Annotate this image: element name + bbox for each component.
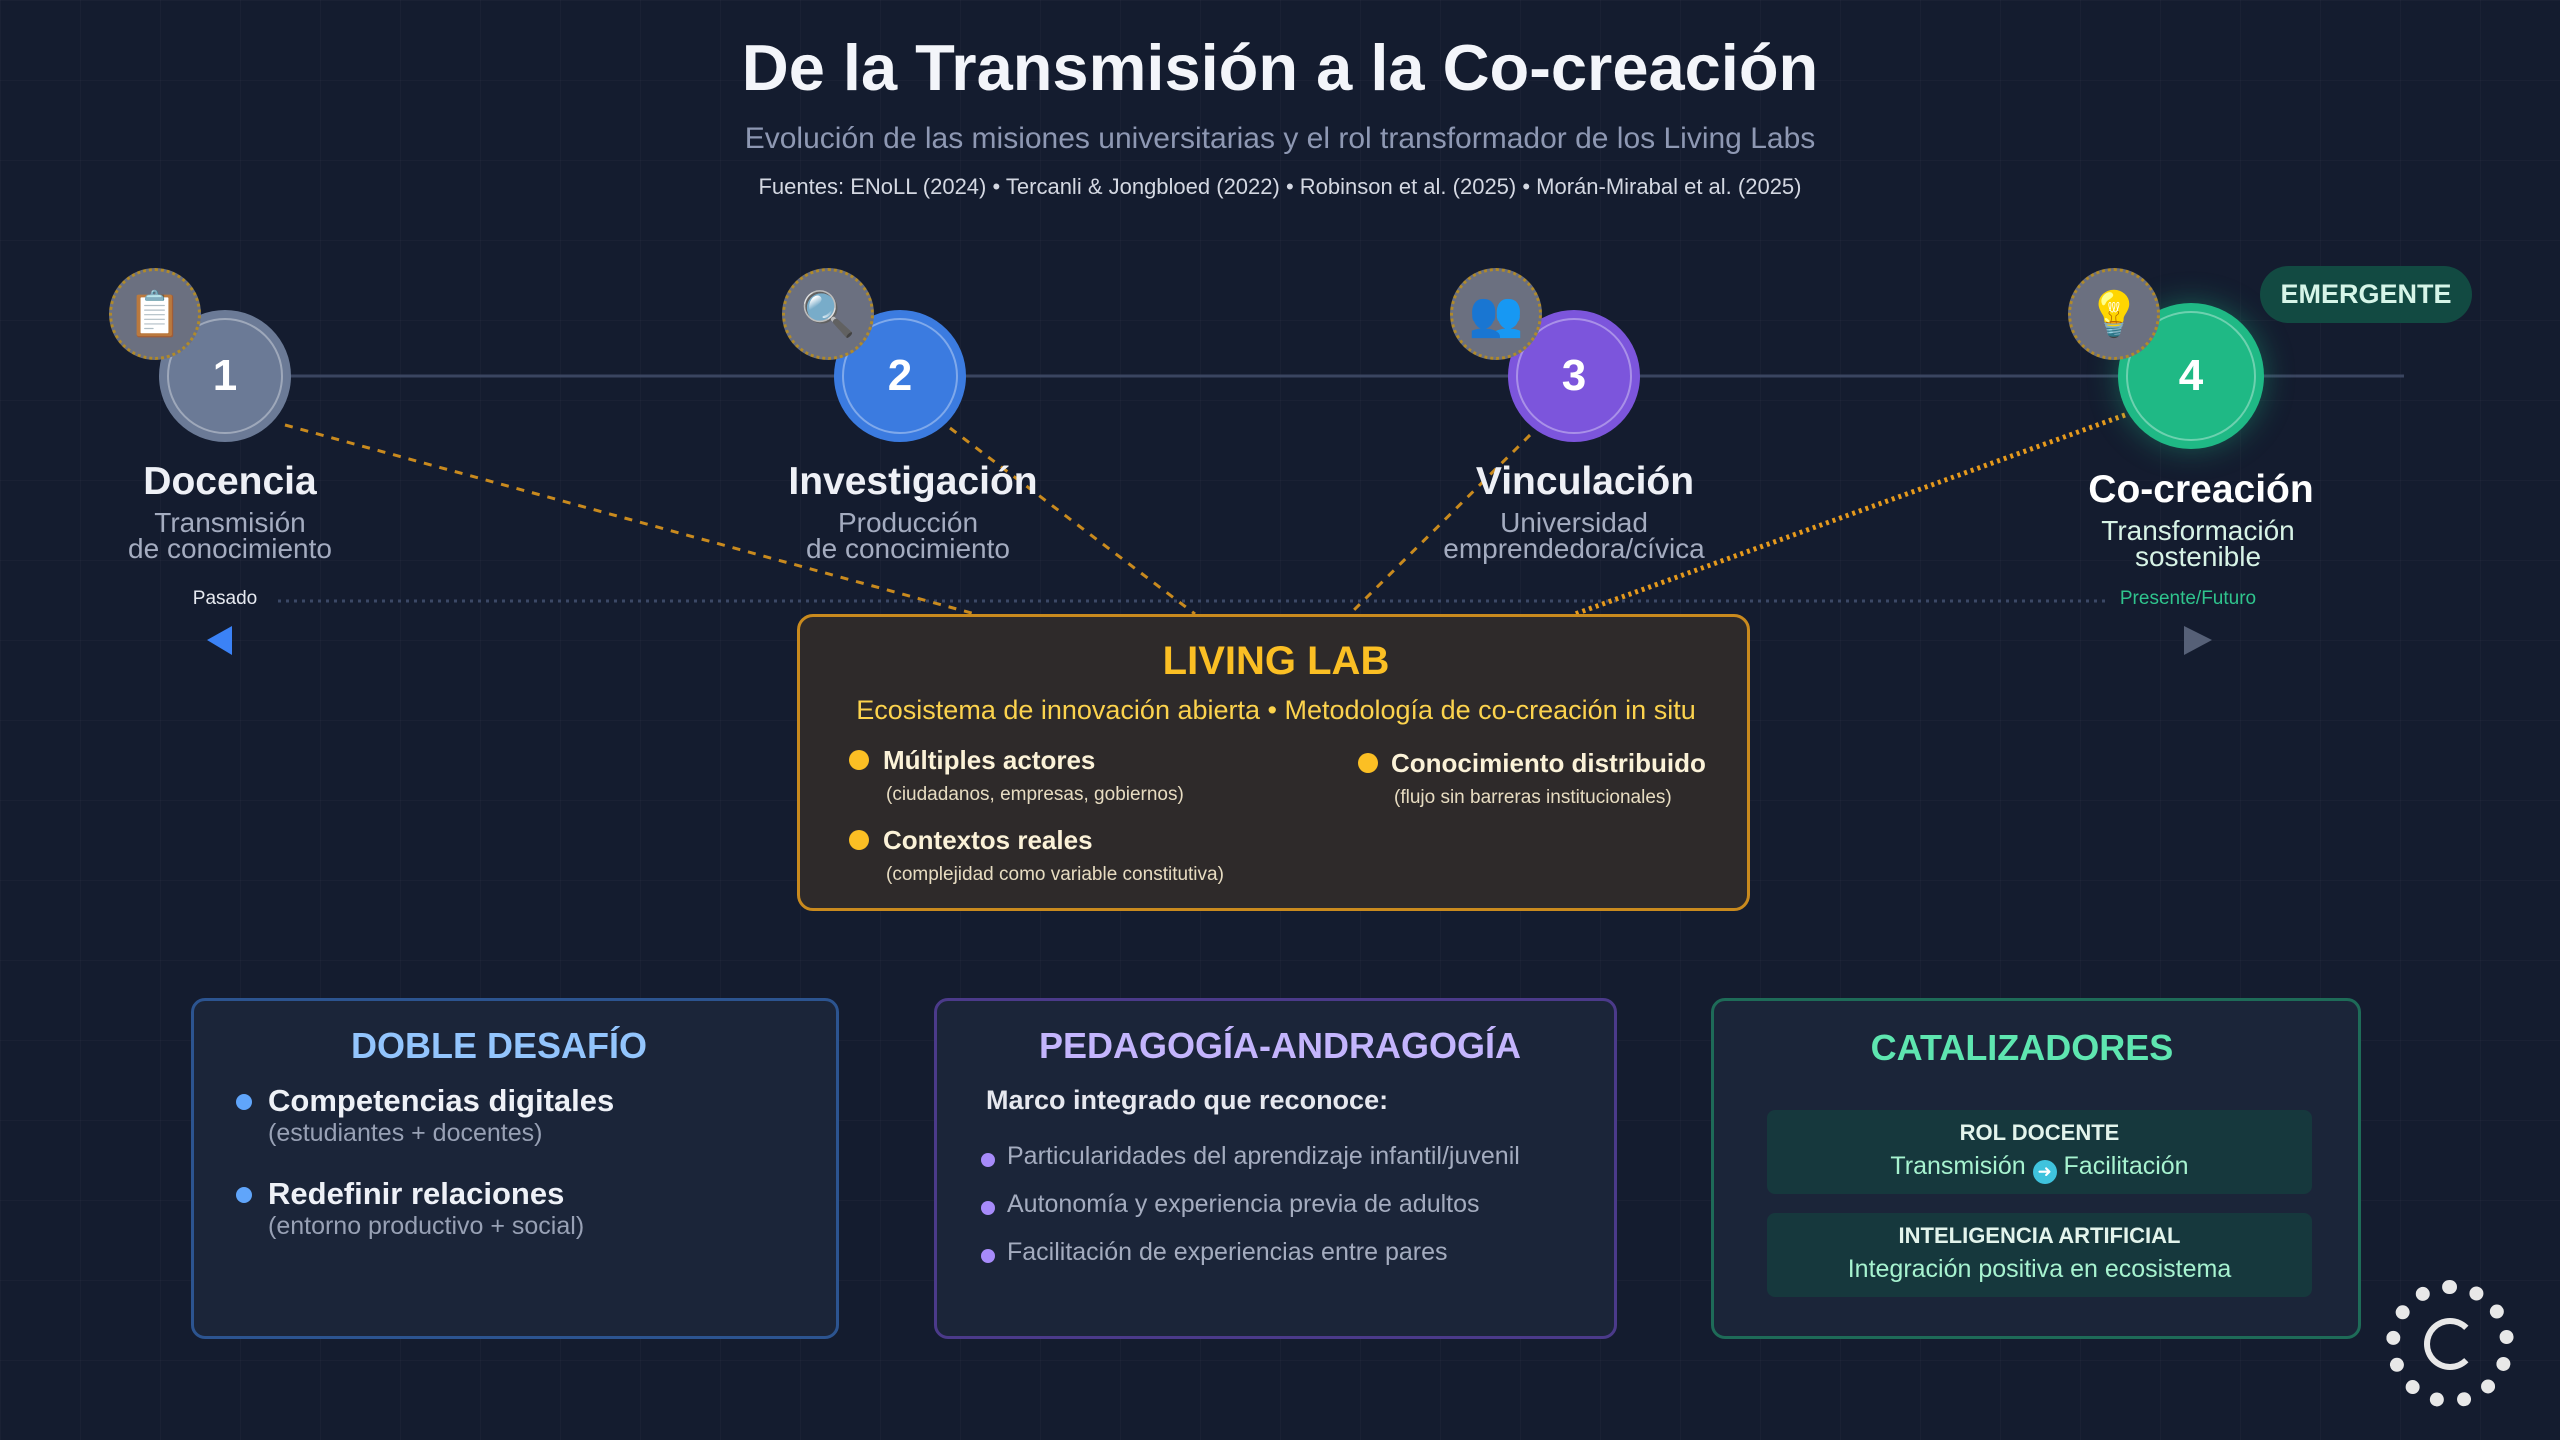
network-logo-icon — [2386, 1280, 2514, 1408]
box-heading: ROL DOCENTE — [1959, 1120, 2120, 1145]
doble-desafio-card: DOBLE DESAFÍO Competencias digitales (es… — [191, 998, 839, 1339]
card-title: DOBLE DESAFÍO — [350, 1025, 648, 1066]
rol-docente-box: ROL DOCENTE Transmisión ➜ Facilitación — [1767, 1110, 2312, 1194]
page-subtitle: Evolución de las misiones universitarias… — [744, 122, 1816, 155]
start-label: Pasado — [192, 588, 258, 609]
box-heading: INTELIGENCIA ARTIFICIAL — [1898, 1223, 2181, 1248]
living-lab-item: Contextos reales — [883, 825, 1093, 855]
page-title: De la Transmisión a la Co-creación — [741, 31, 1819, 104]
living-lab-subtitle: Ecosistema de innovación abierta • Metod… — [856, 695, 1696, 725]
box-text: Transmisión ➜ Facilitación — [1767, 1152, 2312, 1184]
bullet-icon — [849, 750, 869, 770]
milestone-number: 1 — [212, 351, 238, 400]
sources: Fuentes: ENoLL (2024) • Tercanli & Jongb… — [758, 174, 1802, 199]
milestone-number: 3 — [1561, 351, 1587, 400]
card-item: Redefinir relaciones — [268, 1176, 565, 1211]
pedagogia-card: PEDAGOGÍA-ANDRAGOGÍA Marco integrado que… — [934, 998, 1617, 1339]
arrow-left-icon — [207, 626, 232, 655]
card-intro: Marco integrado que reconoce: — [986, 1085, 1389, 1115]
milestone-title: Vinculación — [1475, 460, 1695, 503]
card-item-detail: (entorno productivo + social) — [268, 1212, 585, 1240]
milestone-title: Investigación — [788, 460, 1038, 503]
card-title: PEDAGOGÍA-ANDRAGOGÍA — [1038, 1025, 1522, 1066]
milestone-2-circle[interactable]: 2 — [834, 310, 966, 442]
living-lab-detail: (ciudadanos, empresas, gobiernos) — [886, 784, 1184, 805]
card-item: Competencias digitales — [268, 1083, 615, 1118]
end-label: Presente/Futuro — [2119, 588, 2257, 609]
bullet-icon — [981, 1201, 995, 1215]
milestone-number: 2 — [887, 351, 913, 400]
collaboration-idea-icon: 💡 — [2068, 268, 2160, 360]
box-text: Integración positiva en ecosistema — [1847, 1255, 2232, 1283]
emergente-badge: EMERGENTE — [2260, 266, 2472, 323]
card-title: CATALIZADORES — [1870, 1027, 2174, 1068]
catalizadores-card: CATALIZADORES ROL DOCENTE Transmisión ➜ … — [1711, 998, 2361, 1339]
milestone-number: 4 — [2178, 351, 2204, 400]
living-lab-item: Múltiples actores — [883, 745, 1096, 775]
teacher-document-icon: 📋 — [109, 268, 201, 360]
living-lab-detail: (flujo sin barreras institucionales) — [1394, 787, 1672, 808]
bullet-icon — [236, 1187, 252, 1203]
bullet-icon — [981, 1249, 995, 1263]
connector-1 — [284, 423, 976, 616]
bullet-icon — [981, 1153, 995, 1167]
living-lab-title: LIVING LAB — [1162, 639, 1390, 683]
arrow-right-circle-icon: ➜ — [2032, 1160, 2057, 1184]
milestone-title: Docencia — [143, 460, 317, 503]
people-link-icon: 👥 — [1450, 268, 1542, 360]
connector-2 — [949, 426, 1196, 616]
arrow-right-icon — [2184, 626, 2212, 655]
connector-3 — [1348, 433, 1532, 616]
living-lab-item: Conocimiento distribuido — [1391, 748, 1706, 778]
card-item-detail: (estudiantes + docentes) — [268, 1119, 543, 1147]
milestone-title: Co-creación — [2088, 468, 2314, 511]
research-magnifier-icon: 🔍 — [782, 268, 874, 360]
card-item: Facilitación de experiencias entre pares — [1007, 1238, 1448, 1266]
living-lab-box: LIVING LAB Ecosistema de innovación abie… — [797, 614, 1750, 911]
card-item: Autonomía y experiencia previa de adulto… — [1007, 1190, 1480, 1218]
bullet-icon — [236, 1094, 252, 1110]
bullet-icon — [849, 830, 869, 850]
card-item: Particularidades del aprendizaje infanti… — [1007, 1142, 1520, 1170]
bullet-icon — [1358, 753, 1378, 773]
living-lab-detail: (complejidad como variable constitutiva) — [886, 864, 1224, 885]
ia-box: INTELIGENCIA ARTIFICIAL Integración posi… — [1767, 1213, 2312, 1297]
